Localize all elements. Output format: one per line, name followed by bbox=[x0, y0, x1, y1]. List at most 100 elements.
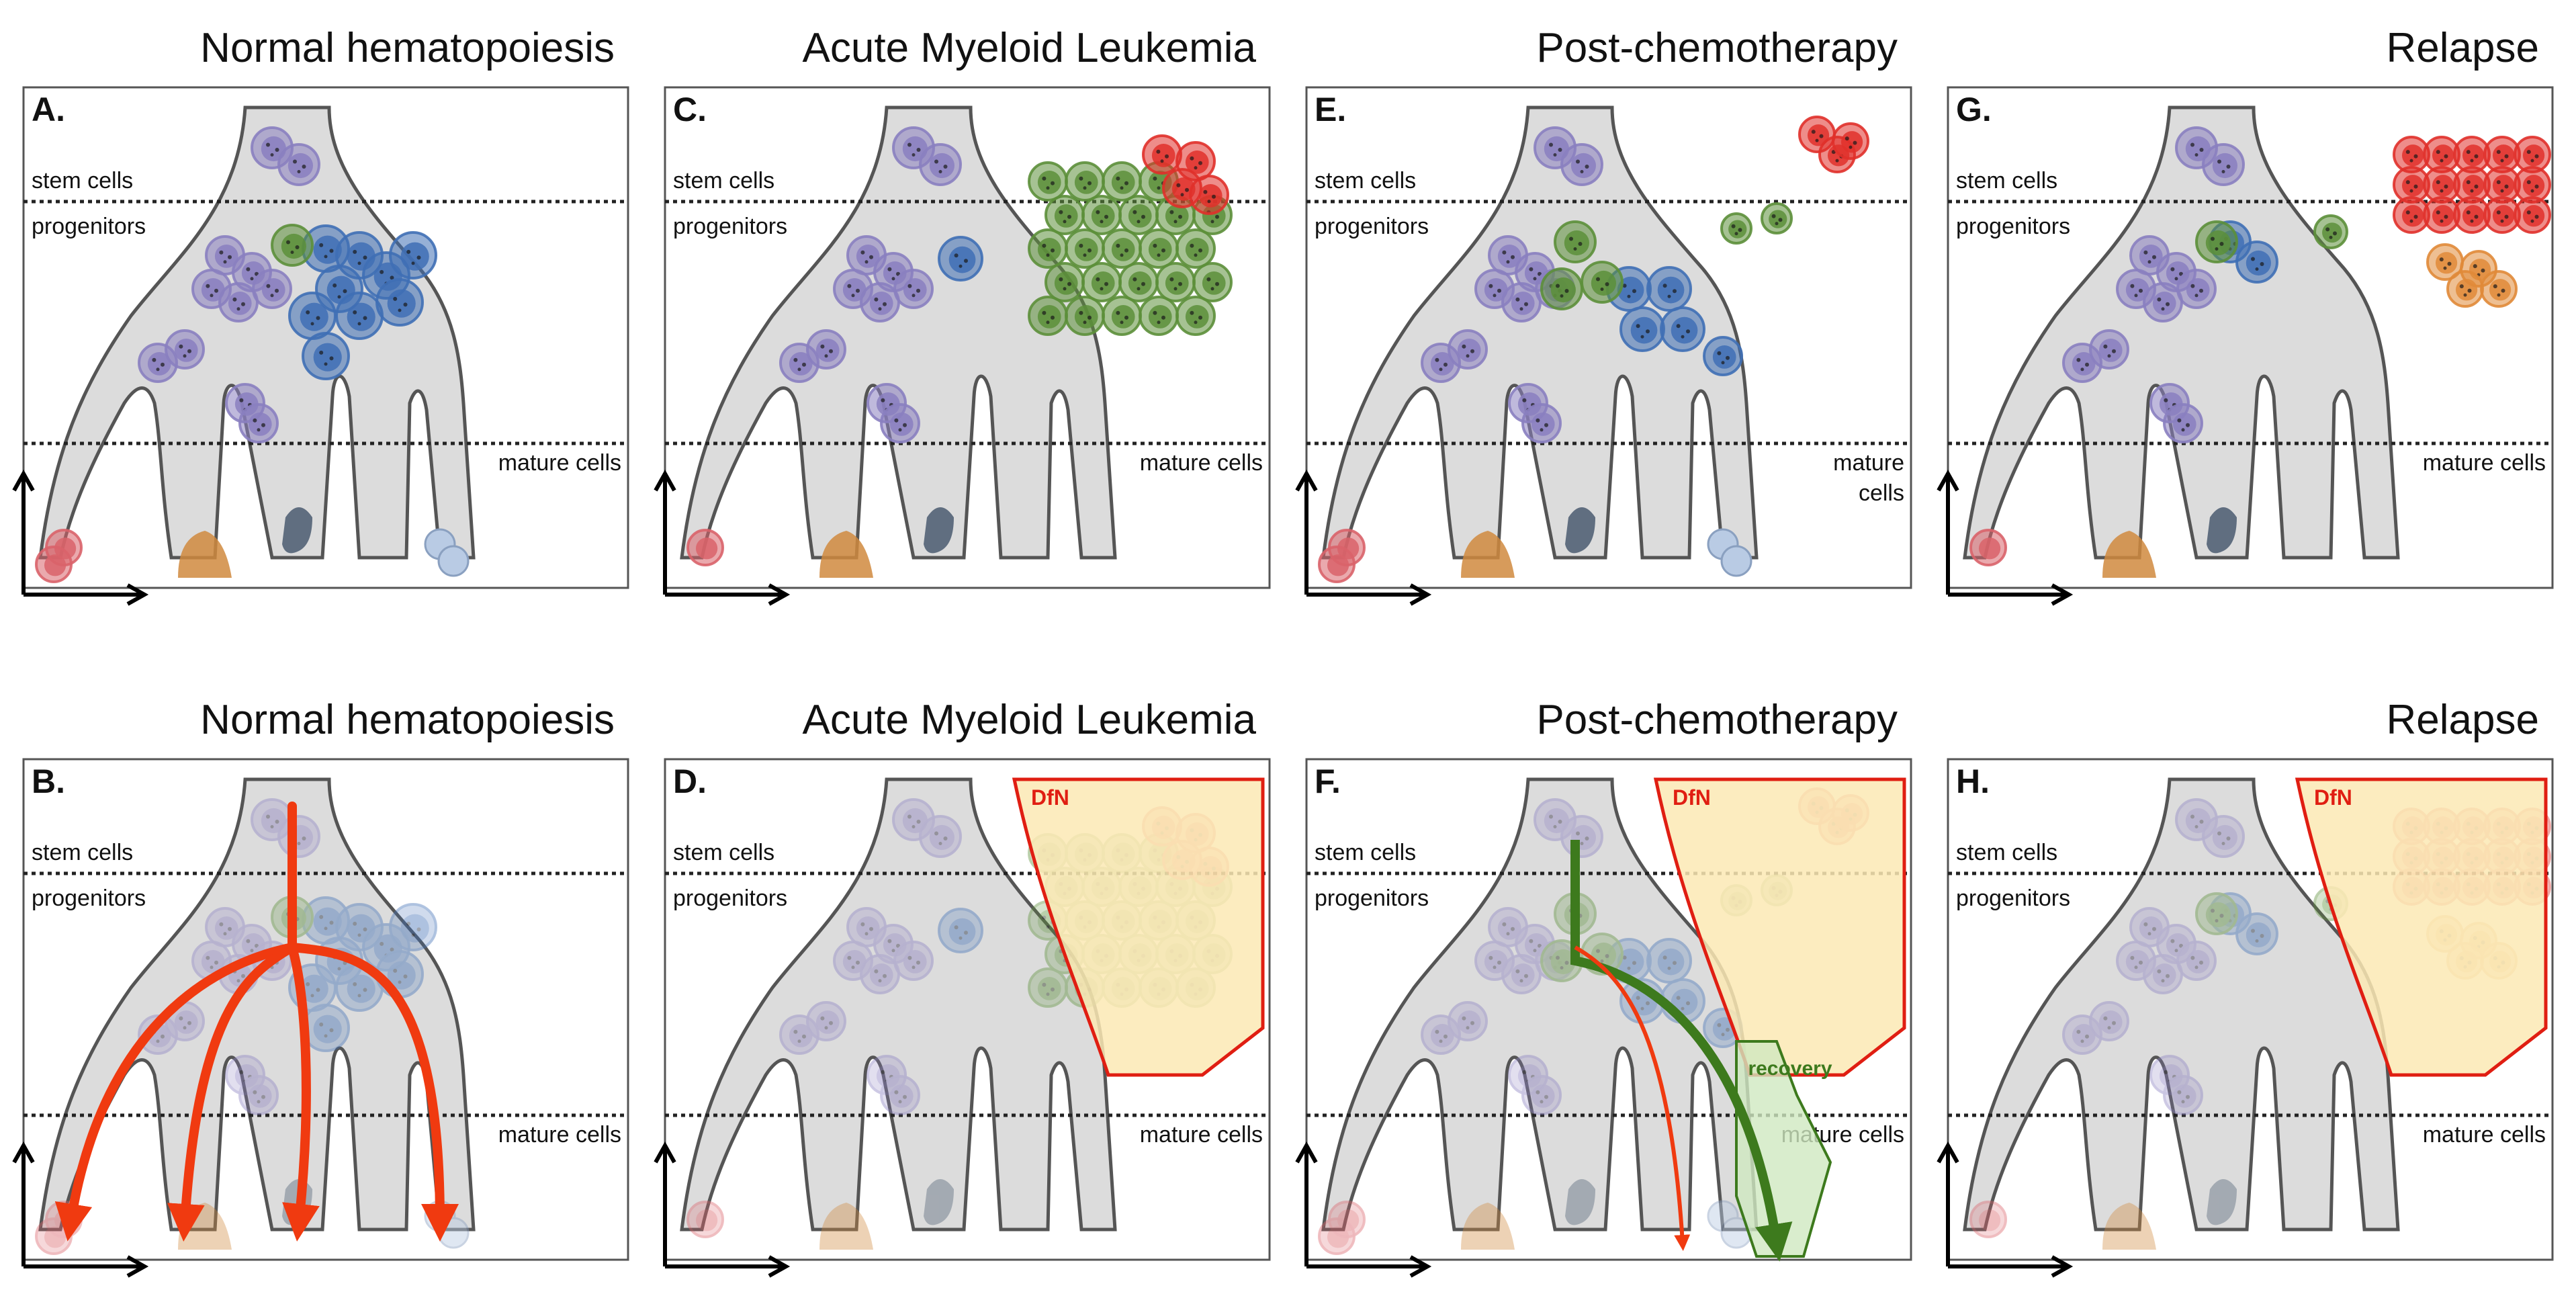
panel-title: Normal hematopoiesis bbox=[200, 25, 615, 71]
myeloid-progenitor bbox=[846, 907, 887, 947]
stem-cell bbox=[277, 143, 320, 186]
erythrocyte bbox=[1328, 1201, 1366, 1238]
y-axis-arrowhead bbox=[654, 469, 676, 492]
stem-cells-label: stem cells bbox=[1315, 168, 1416, 193]
stem-cell bbox=[919, 143, 962, 186]
myeloid-progenitor bbox=[833, 941, 873, 981]
y-axis-arrowhead bbox=[12, 1141, 35, 1164]
relapse-leukemic-cell bbox=[2423, 136, 2460, 173]
myeloid-progenitor bbox=[2062, 1015, 2102, 1055]
panel-letter: A. bbox=[32, 91, 65, 128]
blue-progenitor bbox=[302, 332, 350, 380]
neutrophil bbox=[1707, 1200, 1739, 1232]
panel-title: Relapse bbox=[2387, 25, 2539, 71]
stem-cell bbox=[1560, 143, 1603, 186]
myeloid-progenitor bbox=[1448, 329, 1488, 370]
myeloid-progenitor bbox=[2116, 941, 2156, 981]
myeloid-progenitor bbox=[1501, 954, 1542, 994]
y-axis-arrowhead bbox=[1937, 1141, 1959, 1164]
cell-population bbox=[1421, 116, 1869, 443]
green-progenitor bbox=[1540, 267, 1583, 310]
x-axis-arrowhead bbox=[768, 1255, 791, 1278]
myeloid-progenitor bbox=[225, 1055, 265, 1095]
myeloid-progenitor bbox=[2129, 907, 2170, 947]
panel-letter: F. bbox=[1315, 763, 1341, 800]
differentiation-arrows bbox=[54, 802, 459, 1242]
megakaryocyte bbox=[2102, 1203, 2156, 1250]
y-axis-arrowhead bbox=[1295, 469, 1318, 492]
y-axis-arrowhead bbox=[654, 1141, 676, 1164]
blue-progenitor bbox=[1646, 266, 1692, 312]
stem-cell bbox=[1534, 126, 1576, 169]
leukemic-blast bbox=[1028, 296, 1068, 336]
megakaryocyte bbox=[819, 1203, 873, 1250]
differentiation-arrow bbox=[1574, 945, 1691, 1251]
stem-cell bbox=[2175, 798, 2218, 841]
myeloid-progenitor bbox=[2089, 329, 2129, 370]
leukemic-blast bbox=[1155, 262, 1196, 302]
stem-cells-label: stem cells bbox=[1956, 840, 2057, 865]
granulocyte bbox=[2207, 1179, 2237, 1225]
myeloid-progenitor bbox=[860, 282, 900, 322]
leukemic-blast bbox=[1028, 228, 1068, 269]
myeloid-progenitor bbox=[880, 1075, 920, 1115]
myeloid-progenitor bbox=[893, 941, 934, 981]
megakaryocyte bbox=[2102, 531, 2156, 578]
megakaryocyte bbox=[178, 531, 232, 578]
x-axis-arrowhead bbox=[2051, 583, 2074, 606]
stem-cell bbox=[919, 815, 962, 858]
progenitors-label: progenitors bbox=[1956, 886, 2070, 911]
mature-cells bbox=[686, 507, 954, 578]
megakaryocyte bbox=[1461, 1203, 1515, 1250]
blue-progenitor bbox=[2209, 892, 2252, 935]
myeloid-progenitor bbox=[1521, 1075, 1562, 1115]
progenitors-label: progenitors bbox=[32, 886, 146, 911]
residual-blast bbox=[1761, 202, 1793, 234]
granulocyte bbox=[1565, 1179, 1595, 1225]
mature-cells-label: mature cells bbox=[498, 1122, 621, 1148]
myeloid-progenitor bbox=[238, 403, 279, 443]
x-axis-arrowhead bbox=[1409, 583, 1432, 606]
myeloid-progenitor bbox=[2089, 1001, 2129, 1041]
myeloid-progenitor bbox=[860, 954, 900, 994]
relapse-leukemic-cell bbox=[2514, 196, 2551, 234]
leukemic-blast bbox=[1028, 967, 1068, 1008]
myeloid-progenitor bbox=[1448, 1001, 1488, 1041]
mature-cells bbox=[1318, 507, 1752, 583]
y-axis-arrowhead bbox=[1295, 1141, 1318, 1164]
myeloid-progenitor bbox=[238, 1075, 279, 1115]
myeloid-progenitor bbox=[806, 329, 846, 370]
progenitors-label: progenitors bbox=[673, 886, 787, 911]
arrow-to-megakaryocyte bbox=[167, 943, 297, 1242]
mature-cells-label: mature cells bbox=[1140, 1122, 1263, 1148]
blue-progenitor bbox=[335, 903, 384, 951]
myeloid-progenitor bbox=[1521, 403, 1562, 443]
myeloid-progenitor bbox=[165, 329, 205, 370]
blue-progenitor bbox=[302, 896, 350, 945]
mature-cells bbox=[686, 1179, 954, 1250]
stem-cell bbox=[2202, 143, 2245, 186]
myeloid-progenitor bbox=[2176, 941, 2217, 981]
blue-progenitor bbox=[335, 963, 384, 1012]
leukemic-blast bbox=[1028, 161, 1068, 202]
mature-cells-label: mature cells bbox=[1140, 450, 1263, 476]
erythrocyte bbox=[35, 1217, 73, 1255]
dfn-label: DfN bbox=[2314, 785, 2352, 810]
dfn-label: DfN bbox=[1031, 785, 1069, 810]
myeloid-progenitor bbox=[2163, 1075, 2203, 1115]
myeloid-progenitor bbox=[2176, 269, 2217, 309]
stem-cells-label: stem cells bbox=[32, 840, 133, 865]
erythrocyte bbox=[1318, 546, 1356, 583]
myeloid-progenitor bbox=[867, 383, 907, 423]
stem-cell bbox=[1560, 815, 1603, 858]
mature-cells-label: mature cells bbox=[498, 450, 621, 476]
myeloid-progenitor bbox=[218, 282, 259, 322]
erythrocyte bbox=[35, 546, 73, 583]
stem-cells-label: stem cells bbox=[673, 840, 774, 865]
granulocyte bbox=[282, 507, 312, 554]
blue-progenitor bbox=[375, 950, 424, 998]
granulocyte bbox=[1565, 507, 1595, 554]
